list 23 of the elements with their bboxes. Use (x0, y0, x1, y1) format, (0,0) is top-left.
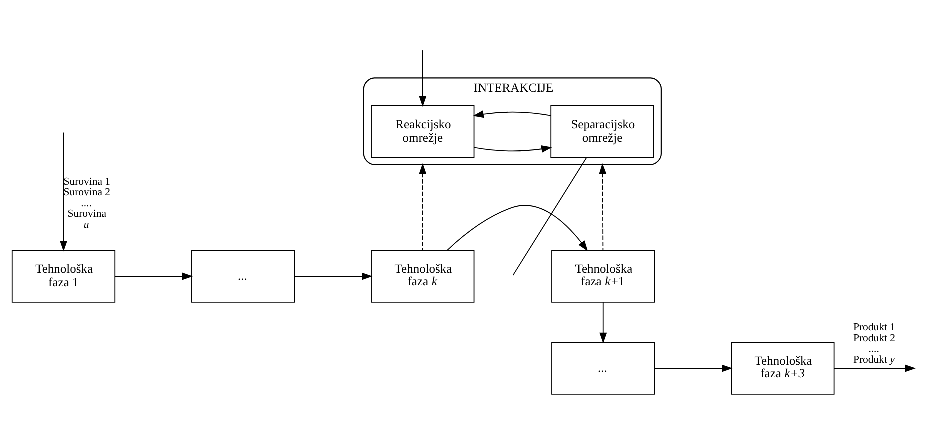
arrow (474, 144, 552, 152)
arrow (419, 50, 427, 107)
arrow (599, 162, 607, 250)
arrow (294, 272, 373, 280)
connector (512, 156, 588, 276)
node-box: Reakcijsko omrežje (371, 104, 475, 158)
node-box: ... (552, 342, 656, 394)
arrow (114, 272, 194, 280)
edge-label: Produkt 1 Produkt 2 .... Produkt y (854, 321, 896, 366)
arrow (654, 364, 733, 372)
node-box: ... (192, 250, 296, 302)
arrow (60, 132, 68, 252)
node-box: Tehnološka faza k+3 (731, 342, 835, 394)
arrow (419, 162, 427, 250)
node-box: Tehnološka faza 1 (12, 250, 116, 302)
arrow (447, 204, 588, 252)
node-box: Separacijsko omrežje (550, 104, 654, 158)
arrow (834, 364, 916, 372)
arrow (600, 302, 608, 344)
arrow (473, 110, 552, 118)
edge-label: Surovina 1 Surovina 2 .... Surovina u (64, 176, 111, 230)
node-box: Tehnološka faza k+1 (552, 250, 656, 302)
node-box: Tehnološka faza k (371, 250, 475, 302)
